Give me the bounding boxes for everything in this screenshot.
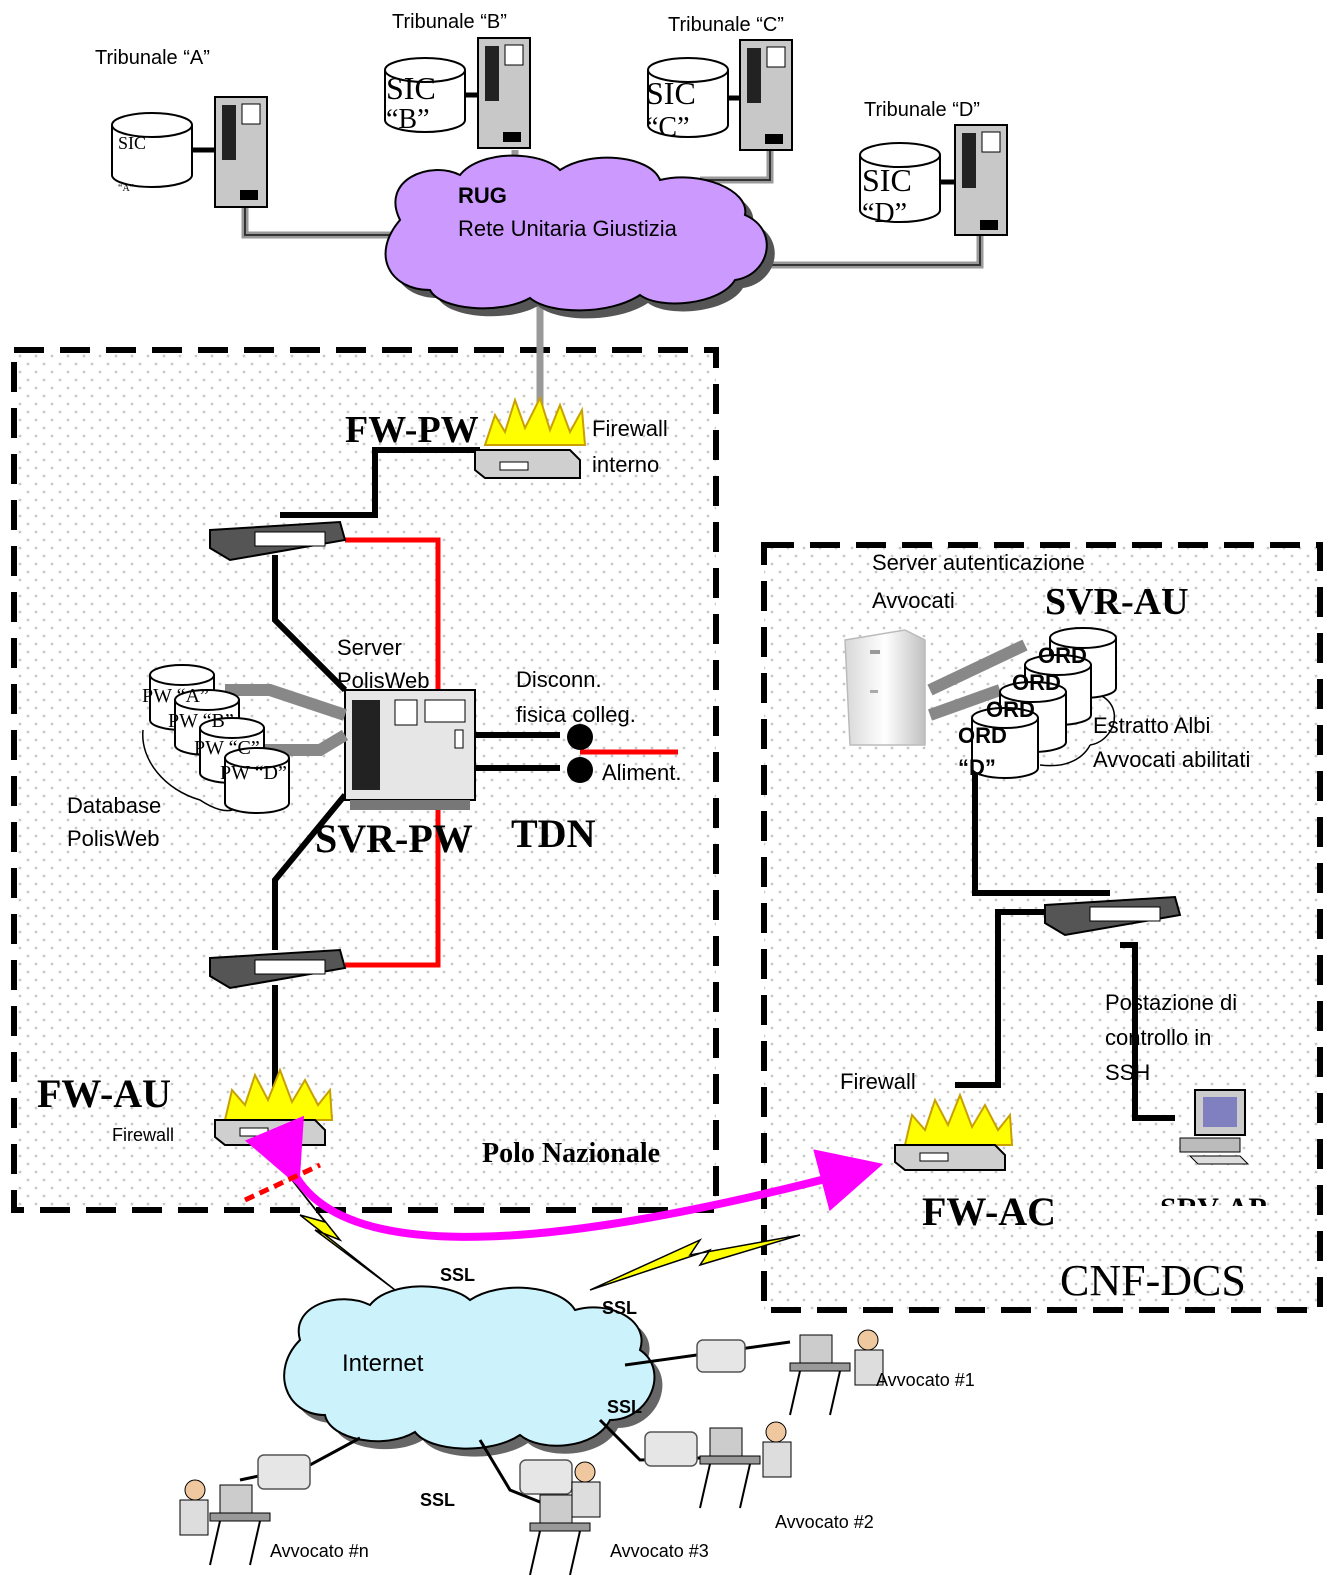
tribunale-c-server — [739, 39, 793, 151]
database-polisweb-label: Database — [67, 793, 162, 818]
postazione-label: Postazione di — [1105, 990, 1238, 1015]
sic-b-database-icon — [384, 57, 478, 133]
lawyer-n-icon — [179, 1479, 271, 1566]
sic-c-database-icon — [647, 57, 740, 138]
ord-databases-icon — [971, 627, 1117, 779]
switch-top-icon — [209, 520, 347, 562]
disconn-label: Disconn. — [516, 667, 602, 692]
rug-subtitle: Rete Unitaria Giustizia — [458, 216, 677, 241]
tribunale-d-server — [954, 124, 1008, 236]
ssl-label-4: SSL — [420, 1490, 456, 1510]
firewall-interno-label: Firewall — [592, 416, 668, 441]
avvocato-n-label: Avvocato #n — [270, 1541, 369, 1561]
disconn-label-2: fisica colleg. — [516, 702, 636, 727]
sic-d-database-icon — [859, 142, 955, 223]
fw-pw-label: FW-PW — [345, 409, 479, 451]
ord-label-4: ORD — [958, 723, 1007, 748]
ord-label-1: ORD — [1038, 643, 1087, 668]
firewall-fw-pw-icon — [474, 395, 587, 479]
server-polisweb-icon — [344, 689, 476, 810]
internet-cloud — [283, 1285, 663, 1457]
server-polisweb-label: Server — [337, 635, 402, 660]
ssl-lightning-icon — [291, 1179, 801, 1291]
tribunale-b-server — [477, 37, 531, 149]
magenta-ssl-arrow — [244, 1115, 884, 1241]
estratto-albi-label: Estratto Albi — [1093, 713, 1211, 738]
tribunale-d-label: Tribunale “D” — [864, 99, 980, 121]
au-links — [927, 639, 1028, 721]
avvocato-1-label: Avvocato #1 — [876, 1370, 975, 1390]
pw-d-label: PW “D” — [220, 762, 287, 784]
tdn-disconnect-icon — [567, 724, 593, 783]
sic-c-sub: “C” — [646, 112, 690, 138]
rug-title: RUG — [458, 183, 507, 208]
red-dashed-cut — [243, 1162, 322, 1203]
workstation-ssh-icon — [1179, 1089, 1250, 1165]
switch-bottom-icon — [209, 948, 347, 990]
server-autenticazione-icon — [844, 629, 926, 746]
pw-a-label: PW “A” — [142, 685, 209, 707]
rug-cloud — [384, 154, 775, 319]
svr-au-label: SVR-AU — [1045, 581, 1189, 623]
ord-label-3: ORD — [986, 697, 1035, 722]
tribunale-a-label: Tribunale “A” — [95, 47, 210, 69]
sic-d-label: SIC — [862, 162, 912, 198]
svr-ap-label: SRV-AP — [1160, 1192, 1267, 1206]
database-polisweb-label-2: PolisWeb — [67, 826, 160, 851]
server-polisweb-label-2: PolisWeb — [337, 668, 430, 693]
sic-c-label: SIC — [646, 75, 696, 111]
server-autenticazione-label: Server autenticazione — [872, 550, 1085, 575]
firewall-cnf-label: Firewall — [840, 1069, 916, 1094]
sic-d-sub: “D” — [862, 198, 908, 224]
polo-black-links — [272, 447, 560, 1090]
ssl-label-3: SSL — [607, 1397, 643, 1417]
postazione-label-2: controllo in — [1105, 1025, 1212, 1050]
tribunale-a-server — [214, 96, 268, 208]
pw-databases-icon — [142, 664, 290, 814]
estratto-albi-label-2: Avvocati abilitati — [1093, 747, 1251, 772]
ord-label-4-sub: “D” — [958, 755, 996, 775]
svr-pw-label: SVR-PW — [315, 816, 473, 861]
lawyer-2-icon — [699, 1421, 792, 1509]
ssl-label-2: SSL — [602, 1298, 638, 1318]
internet-label: Internet — [342, 1350, 424, 1377]
aliment-label: Aliment. — [602, 760, 682, 785]
postazione-label-3: SSH — [1105, 1060, 1151, 1085]
tdn-label: TDN — [511, 811, 596, 856]
firewall-interno-label-2: interno — [592, 452, 660, 476]
sic-a-database-icon — [111, 112, 215, 188]
polo-red-links — [345, 537, 678, 968]
fw-ac-label: FW-AC — [922, 1189, 1057, 1234]
sic-a-sub: “A” — [118, 183, 135, 193]
lawyer-1-icon — [789, 1329, 884, 1416]
sic-b-label: SIC — [386, 70, 436, 106]
firewall-fw-ac-icon — [894, 1092, 1014, 1171]
avvocato-3-label: Avvocato #3 — [610, 1541, 709, 1561]
tribunale-c-label: Tribunale “C” — [668, 14, 784, 36]
server-autenticazione-label-2: Avvocati — [872, 588, 955, 613]
lawyer-3-icon — [529, 1461, 601, 1575]
firewall-au-label: Firewall — [112, 1125, 175, 1145]
cnf-dcs-label: CNF-DCS — [1060, 1256, 1246, 1305]
fw-au-label: FW-AU — [37, 1071, 172, 1116]
sic-a-label: SIC — [118, 133, 147, 153]
pw-b-label: PW “B” — [168, 710, 234, 732]
switch-cnf-icon — [1044, 895, 1182, 937]
ord-label-2: ORD — [1012, 670, 1061, 695]
polo-nazionale-label: Polo Nazionale — [482, 1138, 661, 1169]
avvocato-2-label: Avvocato #2 — [775, 1512, 874, 1532]
cnf-black-links — [955, 775, 1175, 1121]
pw-c-label: PW “C” — [194, 737, 260, 759]
smart-card-icon — [257, 1339, 746, 1495]
ssl-label-1: SSL — [440, 1265, 476, 1285]
sic-b-sub: “B” — [386, 104, 430, 135]
tribunale-b-label: Tribunale “B” — [392, 11, 507, 33]
